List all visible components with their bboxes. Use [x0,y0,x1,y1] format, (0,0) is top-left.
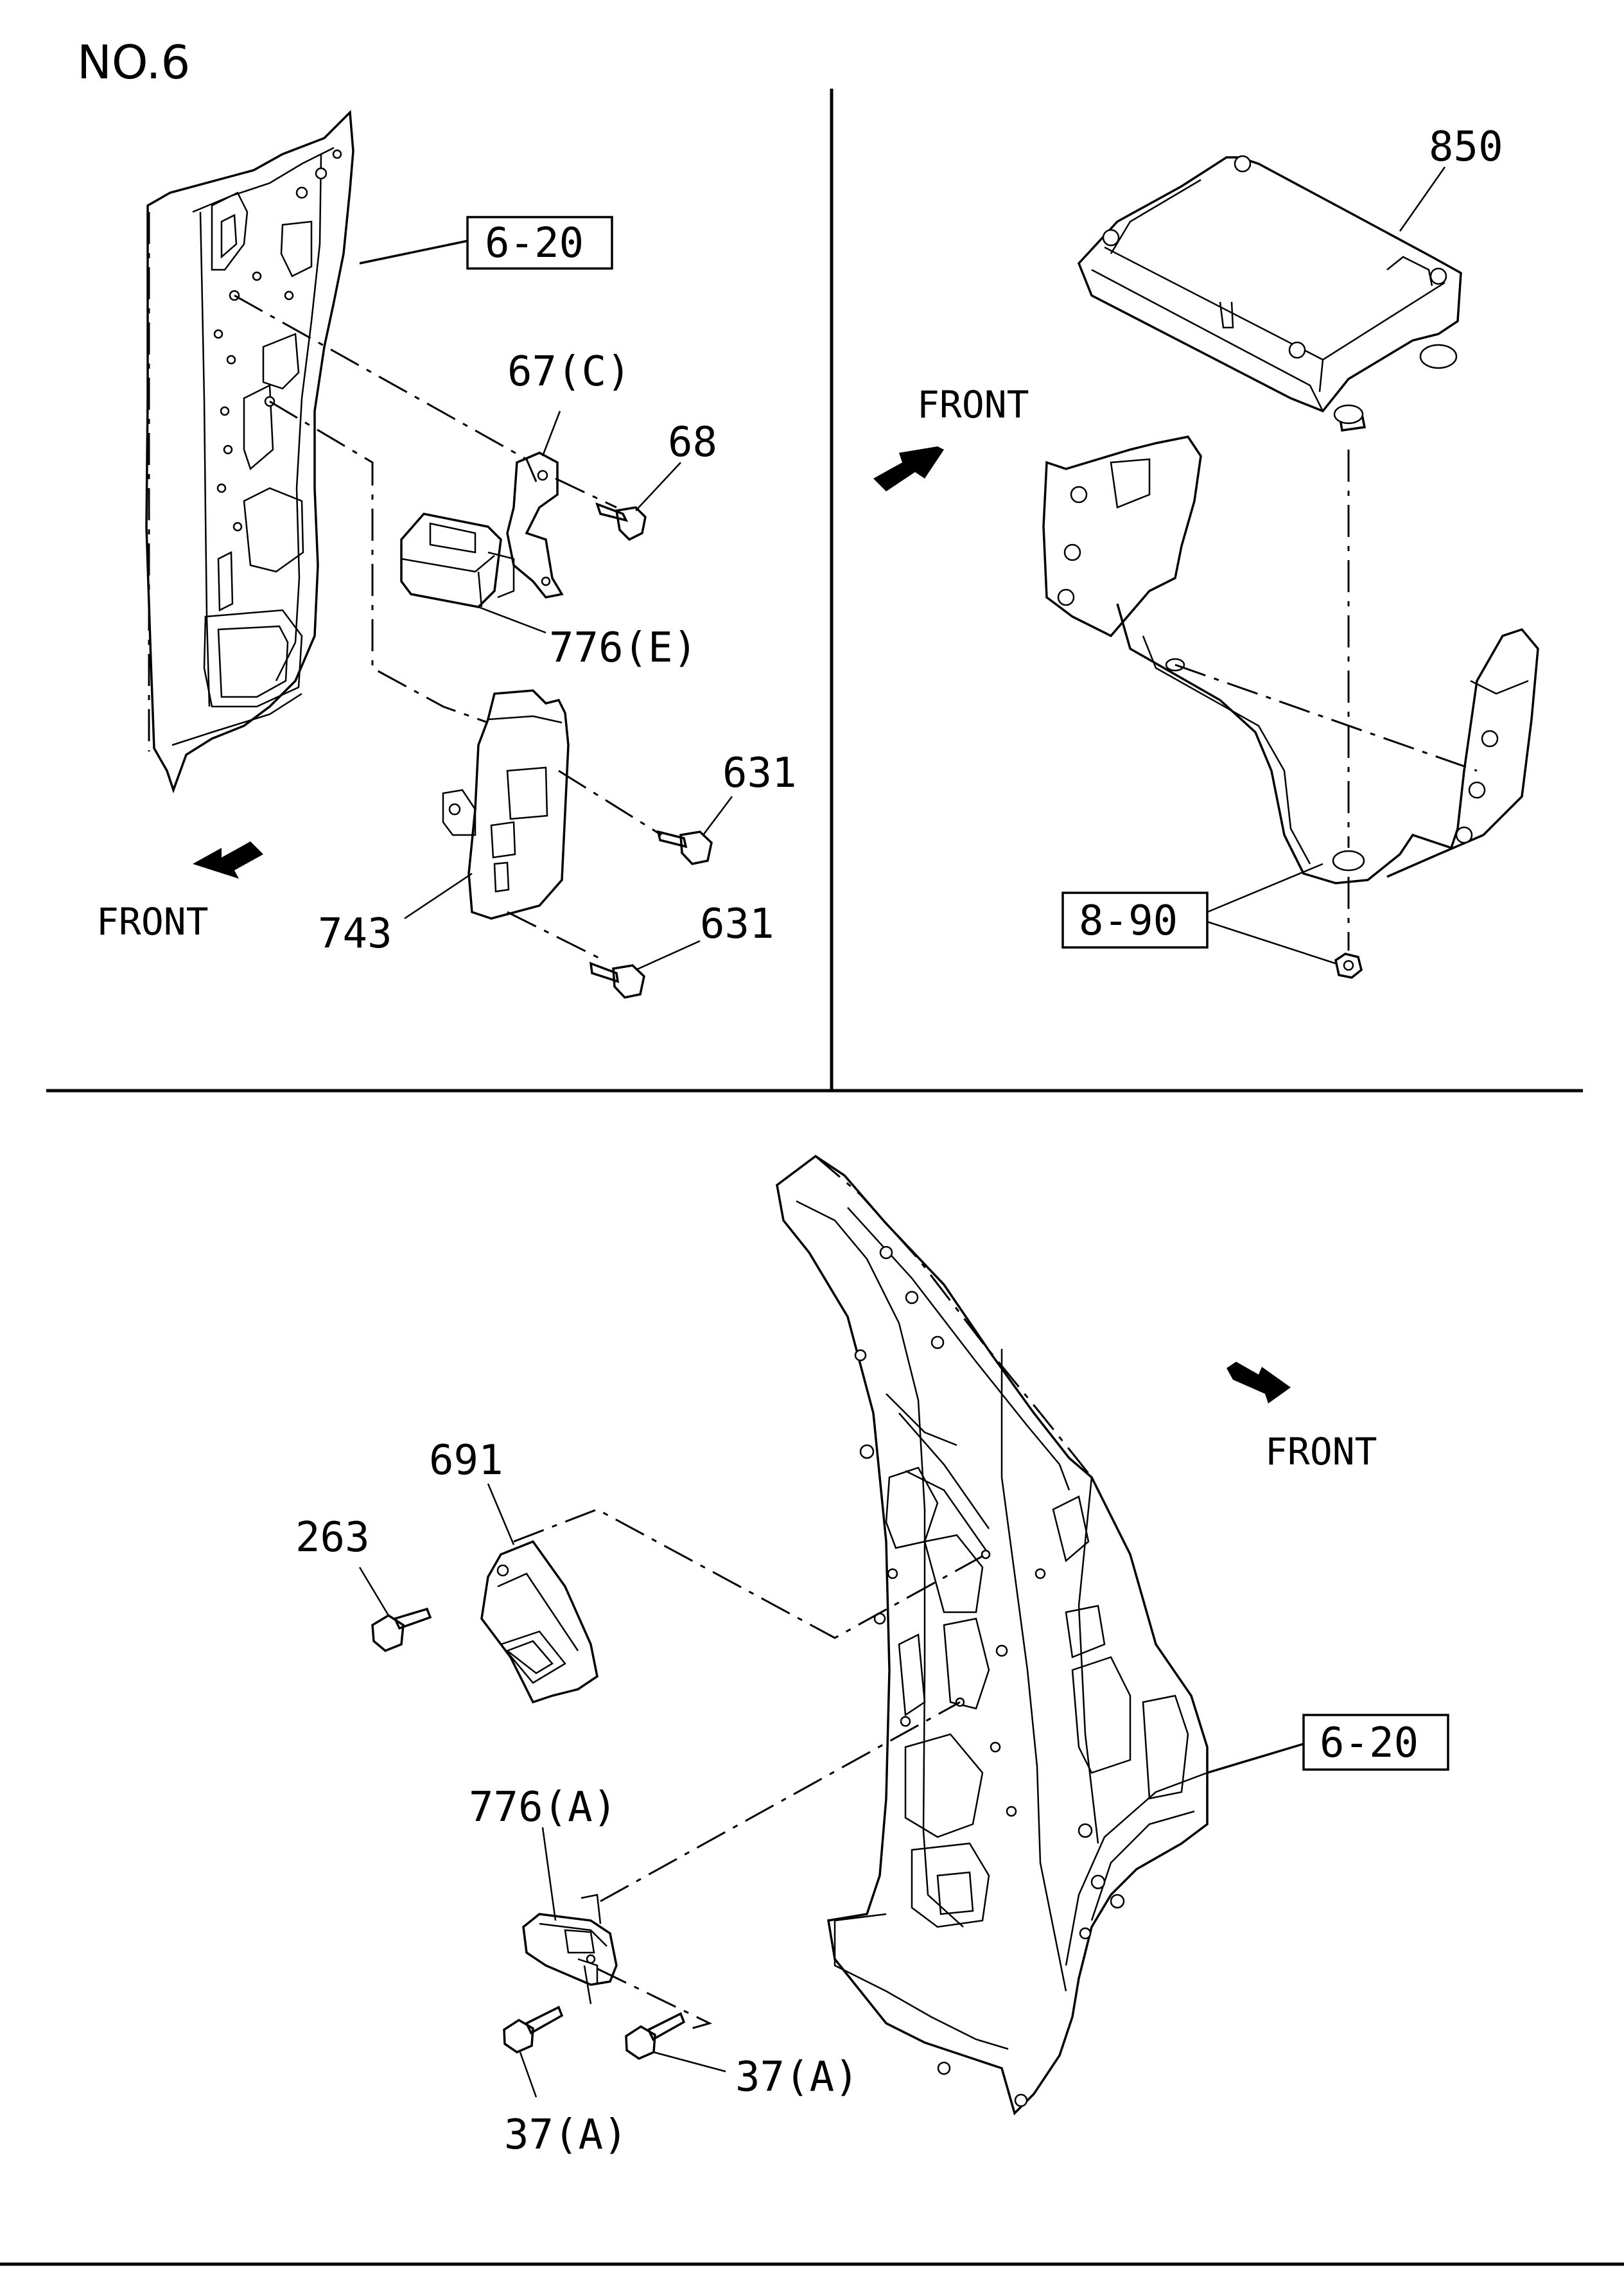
ref-box-label: 6-20 [485,220,584,267]
front-arrow-icon [873,446,944,491]
bolt-631-upper[interactable] [656,830,713,865]
pillar-panel-drawing [145,110,354,794]
ref-box-label: 8-90 [1079,897,1178,945]
bracket-67c[interactable] [506,452,564,599]
top-left-panel: 6-20 67(C) 68 776(E [96,110,797,999]
top-right-panel: 850 FRONT [873,123,1539,979]
callout-850: 850 [1429,123,1503,171]
ref-box-label: 6-20 [1320,1719,1419,1767]
bolt-263[interactable] [371,1607,432,1653]
callout-67c: 67(C) [507,348,631,396]
front-label: FRONT [917,383,1029,426]
callout-37a-bottom: 37(A) [504,2111,628,2159]
bolt-37a-left[interactable] [503,2005,564,2053]
front-arrow-icon [1227,1362,1291,1403]
callout-631-upper: 631 [722,750,797,797]
nut[interactable] [1334,953,1363,979]
section-dividers [0,89,1624,2266]
callout-68: 68 [668,419,717,466]
callout-743: 743 [318,910,392,958]
module-850[interactable] [1077,155,1462,432]
mounting-bracket[interactable] [1042,435,1539,884]
module-776a[interactable] [522,1894,618,2005]
callout-263: 263 [295,1514,370,1561]
callout-776a: 776(A) [469,1784,617,1831]
front-arrow-icon [193,841,263,879]
ref-box-6-20-top[interactable]: 6-20 [466,216,613,270]
ref-box-6-20-bottom[interactable]: 6-20 [1302,1714,1449,1771]
callout-37a-right: 37(A) [735,2053,859,2101]
callout-691: 691 [429,1437,503,1484]
callout-631-lower: 631 [700,901,774,948]
bottom-panel: FRONT [295,1154,1449,2159]
callout-776e: 776(E) [549,624,697,672]
bolt-631-lower[interactable] [589,962,645,999]
ref-box-8-90[interactable]: 8-90 [1061,892,1209,949]
center-pillar-drawing [776,1154,1209,2116]
module-776e[interactable] [400,513,515,608]
bolt-68[interactable] [595,502,647,541]
module-743[interactable] [442,689,570,920]
module-691[interactable] [480,1540,598,1704]
page-title: NO.6 [77,35,191,89]
front-label: FRONT [1265,1430,1377,1473]
front-label: FRONT [96,900,209,944]
